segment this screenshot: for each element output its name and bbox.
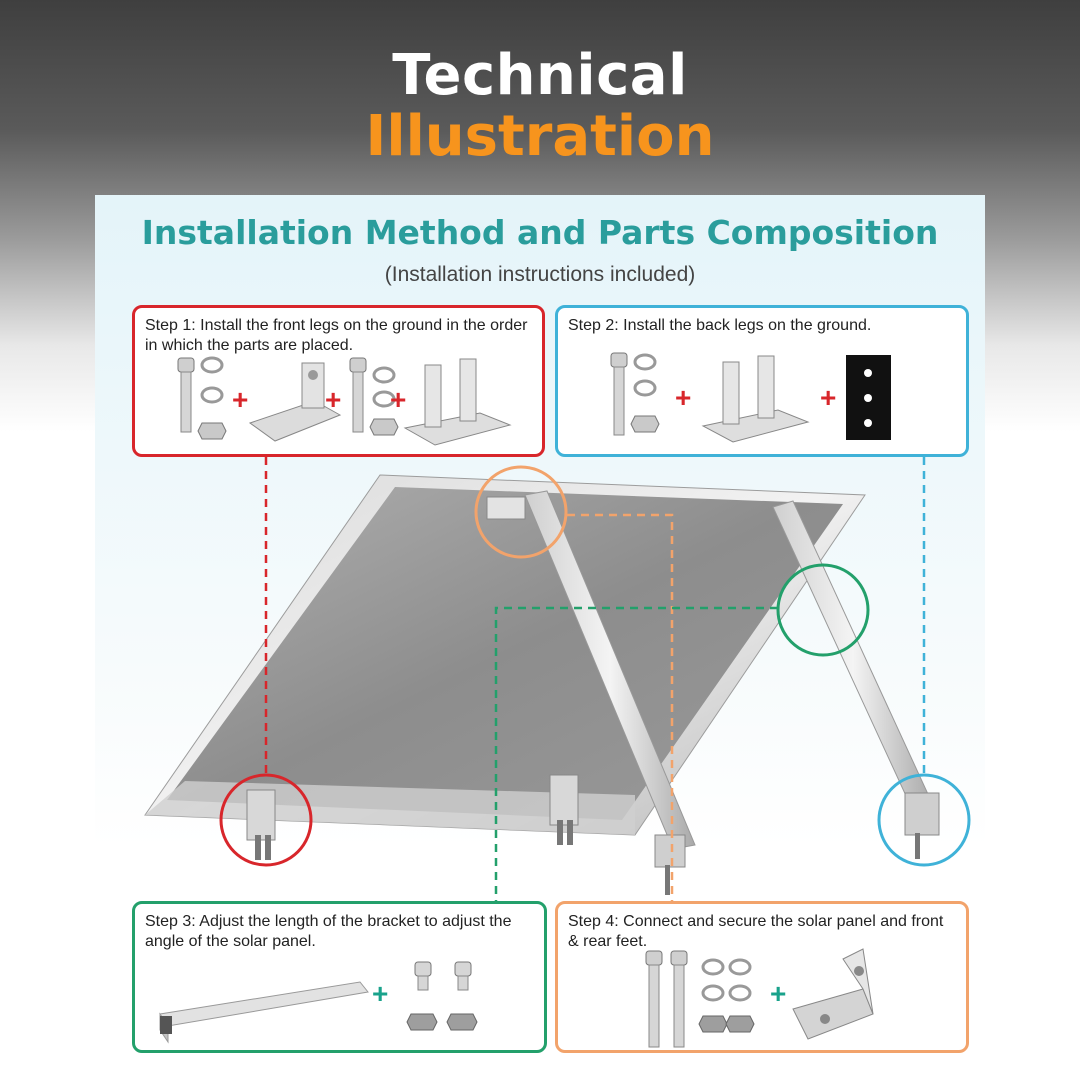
l-bracket-icon [248, 362, 342, 442]
nut-icon [369, 418, 399, 436]
step-4-panel: Step 4: Connect and secure the solar pan… [555, 901, 969, 1053]
top-hinge [486, 496, 526, 520]
washer-icon [200, 356, 224, 404]
step-4-text: Step 4: Connect and secure the solar pan… [568, 913, 944, 950]
nut-icon [630, 415, 660, 433]
solar-panel-illustration [144, 457, 971, 901]
step-3-text: Step 3: Adjust the length of the bracket… [145, 913, 512, 950]
plus-icon: + [820, 382, 837, 413]
step-3-parts [159, 961, 478, 1044]
bolt-icon [349, 357, 367, 433]
nut-icon [197, 422, 227, 440]
u-bracket-icon [403, 358, 512, 446]
washer-icon [701, 958, 752, 1002]
washer-icon [633, 353, 657, 397]
plate-icon [846, 355, 891, 440]
step-3-panel: Step 3: Adjust the length of the bracket… [132, 901, 547, 1053]
plus-icon: + [390, 384, 407, 415]
front-middle-foot [549, 774, 579, 845]
step-2-panel: Step 2: Install the back legs on the gro… [555, 305, 969, 457]
step-1-panel: Step 1: Install the front legs on the gr… [132, 305, 545, 457]
bolt-icon [414, 961, 472, 991]
callout-circle-green [776, 563, 870, 657]
plus-icon: + [770, 978, 787, 1009]
bolt-icon [177, 357, 195, 433]
bolt-icon [610, 352, 628, 436]
hero-heading: Technical Illustration [0, 44, 1080, 166]
leader-line-green [494, 606, 778, 901]
card-title: Installation Method and Parts Compositio… [141, 213, 939, 252]
plus-icon: + [675, 382, 692, 413]
solar-panel-icon [144, 474, 866, 836]
step-2-parts [610, 352, 891, 443]
leader-line-orange [567, 513, 674, 901]
telescopic-tube-icon [159, 981, 369, 1044]
installation-card: Installation Method and Parts Compositio… [95, 195, 985, 1065]
bolt-icon [645, 950, 688, 1048]
back-leg-center [524, 490, 696, 895]
card-subtitle: (Installation instructions included) [384, 263, 696, 286]
callout-circle-blue [877, 773, 971, 867]
back-leg-right [772, 500, 940, 859]
step-4-parts [645, 948, 874, 1048]
hero-title-line2: Illustration [365, 104, 715, 169]
step-1-text: Step 1: Install the front legs on the gr… [145, 317, 528, 354]
hero-title-line1: Technical [392, 43, 688, 108]
callout-circle-red [219, 773, 313, 867]
u-bracket-icon [701, 355, 810, 443]
step-1-parts [177, 356, 512, 446]
step-2-text: Step 2: Install the back legs on the gro… [568, 317, 872, 334]
plus-icon: + [325, 384, 342, 415]
plus-icon: + [372, 978, 389, 1009]
plus-icon: + [232, 384, 249, 415]
callout-circle-orange [474, 465, 568, 559]
nut-icon [406, 1013, 478, 1031]
nut-icon [698, 1015, 755, 1033]
front-left-foot [246, 789, 276, 860]
washer-icon [372, 366, 396, 408]
angle-bracket-icon [792, 948, 874, 1040]
